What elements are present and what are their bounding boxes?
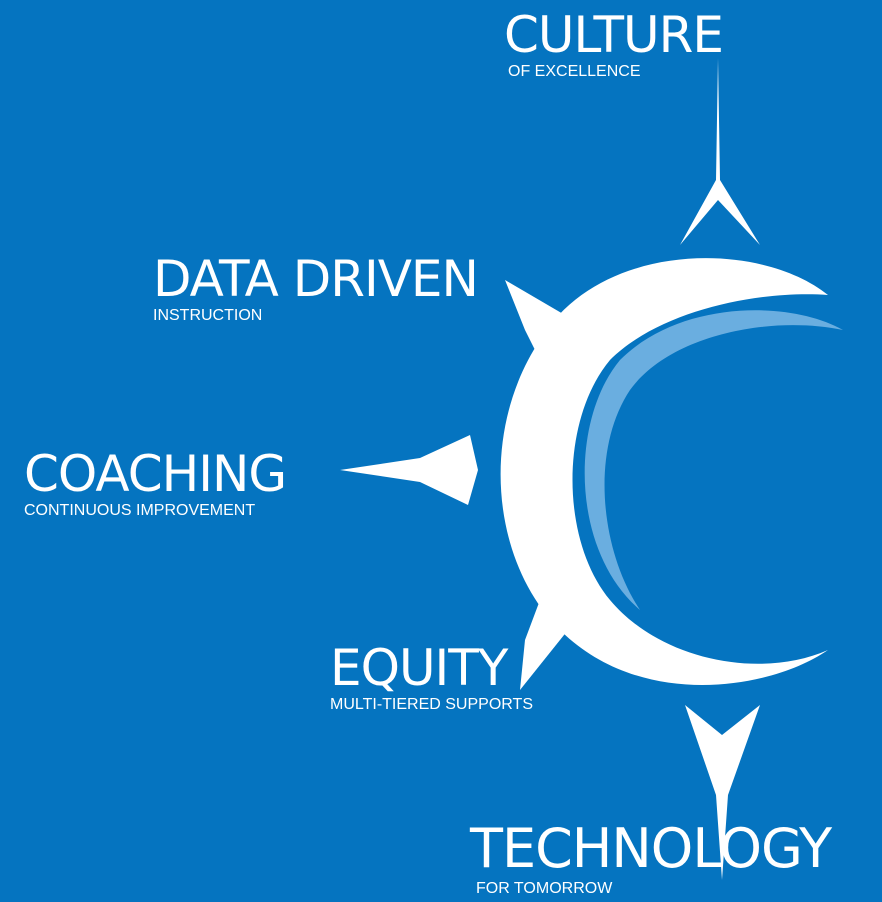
technology-label-group: TECHNOLOGY FOR TOMORROW [470, 817, 832, 897]
south-point-icon [685, 705, 760, 880]
compass-c-icon [500, 258, 828, 685]
data-driven-label-group: DATA DRIVEN INSTRUCTION [153, 250, 479, 324]
north-point-icon [680, 58, 760, 245]
coaching-label-group: COACHING CONTINUOUS IMPROVEMENT [24, 445, 287, 519]
data-driven-title: DATA DRIVEN [153, 250, 479, 308]
west-point-icon [340, 435, 478, 505]
technology-subtitle: FOR TOMORROW [476, 880, 613, 897]
technology-title: TECHNOLOGY [470, 817, 832, 880]
equity-label-group: EQUITY MULTI-TIERED SUPPORTS [330, 643, 533, 713]
inner-arc-icon [584, 310, 843, 610]
data-driven-subtitle: INSTRUCTION [153, 307, 263, 324]
coaching-title: COACHING [24, 445, 287, 503]
coaching-subtitle: CONTINUOUS IMPROVEMENT [24, 502, 256, 519]
culture-subtitle: OF EXCELLENCE [508, 63, 641, 80]
equity-title: EQUITY [330, 639, 508, 697]
culture-title: CULTURE [504, 6, 724, 64]
equity-subtitle: MULTI-TIERED SUPPORTS [330, 696, 533, 713]
culture-label-group: CULTURE OF EXCELLENCE [504, 6, 724, 80]
